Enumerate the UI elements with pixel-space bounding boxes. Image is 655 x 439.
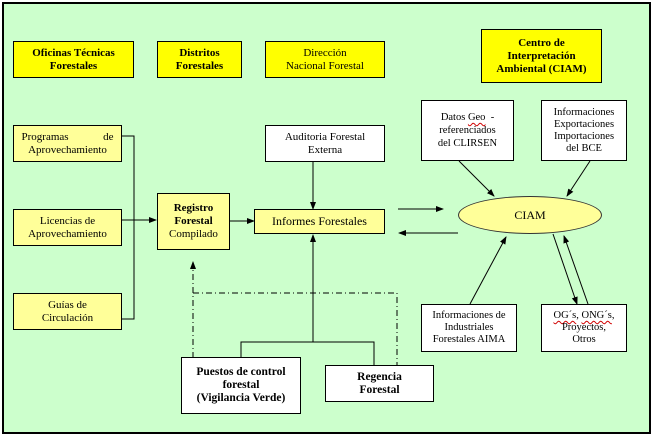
box-licencias-aprovechamiento: Licencias de Aprovechamiento <box>13 209 122 246</box>
box-datos-geo: Datos Geo - referenciados del CLIRSEN <box>421 100 514 161</box>
programas-label-1: Programas <box>21 130 69 143</box>
datos-geo-pre: Datos <box>440 112 468 123</box>
box-informaciones-aima: Informaciones de Industriales Forestales… <box>421 304 517 352</box>
box-oficinas-tecnicas: Oficinas Técnicas Forestales <box>13 41 134 78</box>
registro-label-1: Registro <box>173 202 214 214</box>
og-word: OG´s <box>553 310 577 321</box>
box-informes-forestales: Informes Forestales <box>254 209 385 234</box>
datos-geo-label-1: Datos Geo - <box>441 111 494 124</box>
datos-geo-label-2: referenciados <box>439 125 496 136</box>
box-registro-forestal: Registro Forestal Compilado <box>157 193 230 250</box>
ongs-label-2: Proyectos, <box>561 322 607 333</box>
box-ongs-proyectos: OG´s, ONG´s, Proyectos, Otros <box>541 304 627 352</box>
box-regencia-forestal: Regencia Forestal <box>325 365 434 402</box>
box-informaciones-bce: Informaciones Exportaciones Importacione… <box>541 100 627 161</box>
datos-geo-label-3: del CLIRSEN <box>437 138 498 149</box>
box-programas-aprovechamiento: Programas de Aprovechamiento <box>13 125 122 162</box>
ong-word: ONG´s <box>581 310 612 321</box>
box-distritos-forestales: Distritos Forestales <box>157 41 242 78</box>
box-direccion-nacional: Dirección Nacional Forestal <box>265 41 385 78</box>
datos-geo-post: - <box>485 112 495 123</box>
ongs-label-1: OG´s, ONG´s, <box>553 310 615 321</box>
programas-label-2: Aprovechamiento <box>28 143 107 156</box>
datos-geo-word: Geo <box>467 112 486 123</box>
registro-label-3: Compilado <box>169 228 218 240</box>
box-guias-circulacion: Guías de Circulación <box>13 293 122 330</box>
box-auditoria-forestal: Auditoria Forestal Externa <box>265 125 385 162</box>
ciam-ellipse: CIAM <box>458 196 602 234</box>
box-centro-interpretacion: Centro de Interpretación Ambiental (CIAM… <box>481 29 602 83</box>
ongs-label-3: Otros <box>572 334 596 345</box>
box-puestos-control: Puestos de control forestal (Vigilancia … <box>181 357 301 414</box>
registro-label-2: Forestal <box>174 215 213 227</box>
programas-label-1b: de <box>103 130 114 143</box>
